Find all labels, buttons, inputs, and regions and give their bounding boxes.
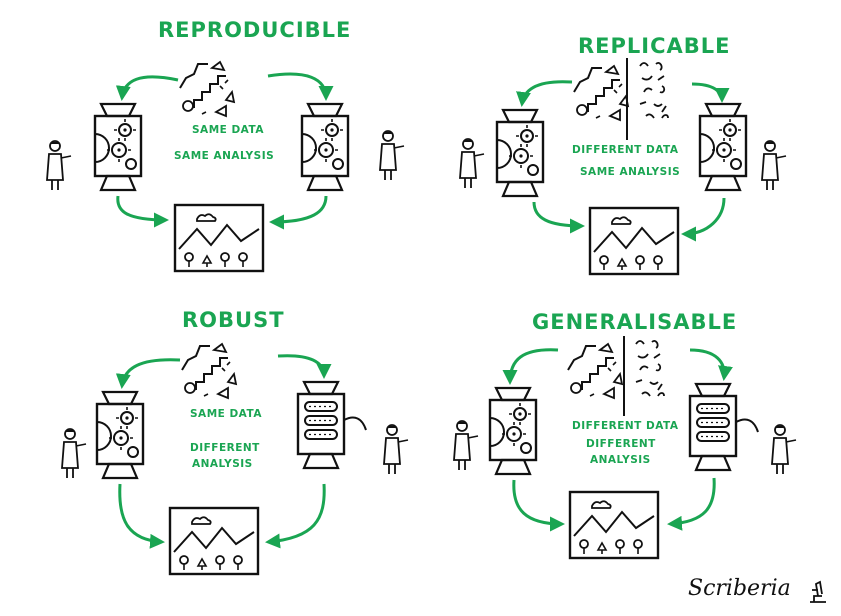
arrow-icon	[681, 197, 726, 242]
landscape-picture-icon	[568, 490, 660, 560]
panel-label-line2: SAME ANALYSIS	[174, 150, 275, 162]
arrow-icon	[115, 75, 179, 101]
scientist-icon	[771, 424, 797, 475]
machine-gears-icon	[698, 102, 748, 192]
microscope-icon	[810, 580, 826, 603]
panel-label-line1: DIFFERENT DATA	[572, 420, 679, 432]
panel-label-line1: SAME DATA	[192, 124, 264, 136]
landscape-picture-icon	[173, 203, 265, 273]
data-blocks-icon	[181, 343, 237, 399]
data-blocks-icon	[567, 343, 623, 399]
arrow-icon	[689, 348, 733, 381]
arrow-icon	[267, 72, 334, 101]
landscape-picture-icon	[588, 206, 680, 276]
scientist-icon	[46, 140, 72, 191]
panel-label-line2: DIFFERENT	[190, 442, 260, 454]
machine-gears-icon	[300, 102, 350, 192]
arrow-icon	[502, 348, 559, 385]
arrow-icon	[115, 358, 181, 389]
arrow-icon	[265, 483, 326, 549]
panel-title-robust: ROBUST	[182, 308, 285, 332]
scientist-icon	[61, 428, 87, 479]
data-blocks-icon	[573, 65, 629, 121]
machine-gears-icon	[93, 102, 143, 192]
panel-label-line2: DIFFERENT	[586, 438, 656, 450]
panel-label-line1: SAME DATA	[190, 408, 262, 420]
arrow-icon	[667, 477, 716, 531]
panel-title-replicable: REPLICABLE	[578, 34, 731, 58]
scientist-icon	[761, 140, 787, 191]
panel-label-line1: DIFFERENT DATA	[572, 144, 679, 156]
arrow-icon	[691, 82, 730, 103]
credit-signature: Scriberia	[688, 576, 791, 601]
arrow-icon	[277, 354, 332, 379]
scientist-icon	[383, 424, 409, 475]
panel-title-generalisable: GENERALISABLE	[532, 310, 738, 334]
panel-robust	[61, 343, 409, 576]
panel-reproducible	[46, 61, 405, 273]
panel-label-line3: ANALYSIS	[192, 458, 253, 470]
scientist-icon	[453, 420, 479, 471]
panel-label-line3: ANALYSIS	[590, 454, 651, 466]
machine-gears-icon	[495, 108, 545, 198]
arrow-icon	[516, 80, 573, 107]
panel-generalisable	[453, 336, 797, 560]
panel-replicable	[459, 58, 787, 276]
panel-label-line2: SAME ANALYSIS	[580, 166, 681, 178]
machine-conveyor-icon	[296, 380, 368, 470]
machine-gears-icon	[488, 386, 538, 476]
data-blocks-icon	[179, 61, 235, 117]
panel-title-reproducible: REPRODUCIBLE	[158, 18, 352, 42]
arrow-icon	[269, 195, 328, 230]
data-squiggles-icon	[635, 339, 665, 397]
landscape-picture-icon	[168, 506, 260, 576]
scientist-icon	[459, 138, 485, 189]
arrow-icon	[116, 195, 169, 228]
arrow-icon	[532, 201, 585, 234]
data-squiggles-icon	[639, 61, 669, 119]
arrow-icon	[118, 483, 165, 549]
arrow-icon	[512, 479, 565, 532]
machine-conveyor-icon	[688, 382, 760, 472]
machine-gears-icon	[95, 390, 145, 480]
scientist-icon	[379, 130, 405, 181]
